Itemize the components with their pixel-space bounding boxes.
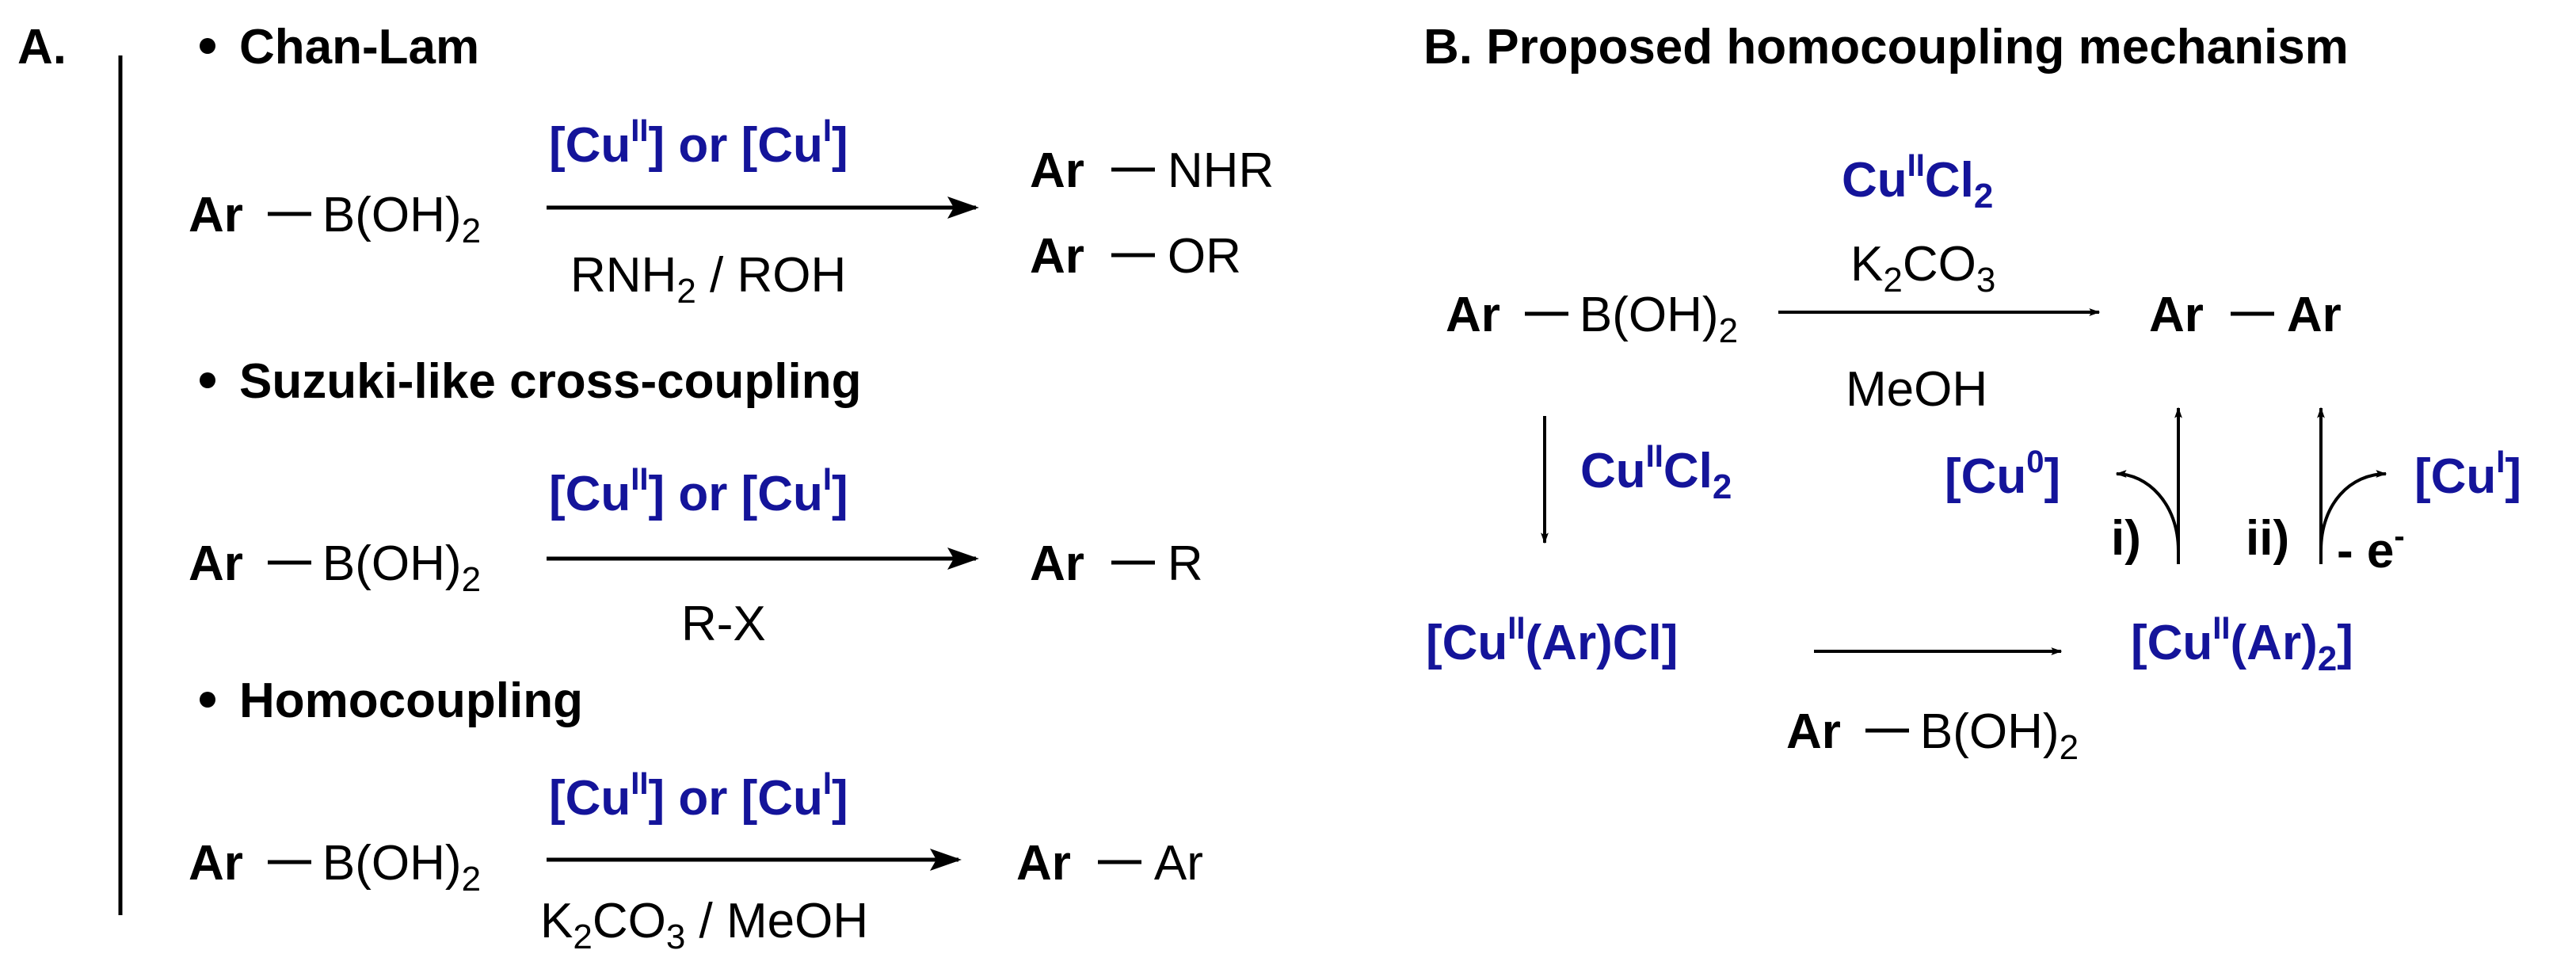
copper-zero-release-arrow (2115, 470, 2180, 551)
chan-lam-conditions: RNH2 / ROH (570, 248, 846, 311)
homocoupling-catalyst: [CuII] or [CuI] (549, 766, 848, 826)
homocoupling-heading: Homocoupling (239, 673, 583, 728)
mechanism-solvent: MeOH (1846, 362, 1987, 417)
homocoupling-conditions: K2CO3 / MeOH (540, 894, 868, 956)
bullet-icon (200, 38, 215, 54)
intermediate-aryl-copper-chloride: [CuII(Ar)Cl] (1426, 611, 1678, 670)
chan-lam-heading: Chan-Lam (239, 20, 479, 74)
panel-a-label: A. (17, 20, 67, 74)
panel-b-title: B. Proposed homocoupling mechanism (1423, 20, 2349, 74)
bullet-icon (200, 372, 215, 388)
copper-one-release-arrow (2319, 470, 2387, 551)
mechanism-catalyst: CuIICl2 (1842, 148, 1993, 216)
copper-one-byproduct: [CuI] (2414, 445, 2521, 504)
chan-lam-catalyst: [CuII] or [CuI] (549, 113, 848, 173)
suzuki-catalyst: [CuII] or [CuI] (549, 462, 848, 521)
suzuki-conditions: R-X (681, 597, 766, 651)
transmetalation-catalyst: CuIICl2 (1580, 439, 1732, 506)
path-ii-label: ii) (2246, 511, 2289, 566)
bullet-icon (200, 692, 215, 708)
suzuki-heading: Suzuki-like cross-coupling (239, 354, 861, 409)
copper-zero-byproduct: [Cu0] (1945, 445, 2060, 504)
mechanism-base: K2CO3 (1850, 237, 1995, 300)
path-i-label: i) (2111, 511, 2141, 566)
intermediate-diaryl-copper: [CuII(Ar)2] (2131, 611, 2353, 678)
electron-loss-label: - e- (2337, 519, 2405, 578)
